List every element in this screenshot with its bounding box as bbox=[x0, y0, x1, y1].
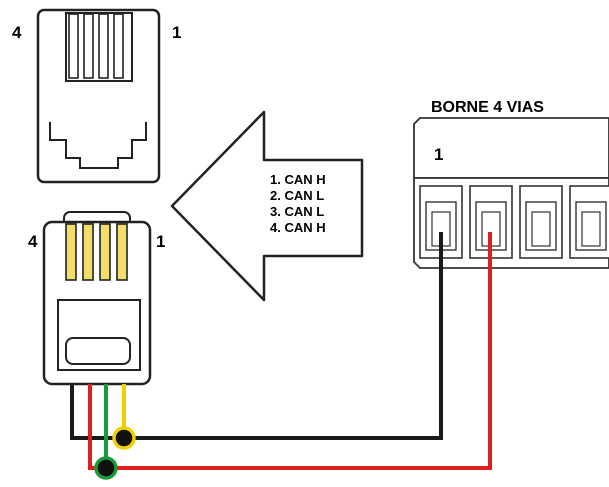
wires bbox=[70, 232, 492, 470]
jack-pin-left-label: 4 bbox=[12, 23, 22, 42]
arrow-line-4: 4. CAN H bbox=[270, 220, 326, 235]
rj-jack: 4 1 bbox=[12, 8, 181, 184]
arrow-line-2: 2. CAN L bbox=[270, 188, 324, 203]
plug-pin-left-label: 4 bbox=[28, 232, 38, 251]
terminal-block: BORNE 4 VIAS 1 bbox=[413, 99, 609, 269]
plug-latch-window bbox=[65, 337, 131, 365]
direction-arrow: 1. CAN H 2. CAN L 3. CAN L 4. CAN H bbox=[170, 110, 364, 302]
black-wire bbox=[70, 232, 443, 440]
plug-contact-3 bbox=[82, 223, 94, 281]
jack-pin-right-label: 1 bbox=[172, 23, 181, 42]
jack-contact-1 bbox=[113, 13, 124, 79]
plug-contact-4 bbox=[65, 223, 77, 281]
plug-contact-1 bbox=[116, 223, 128, 281]
jack-contact-4 bbox=[68, 13, 79, 79]
arrow-line-1: 1. CAN H bbox=[270, 172, 326, 187]
terminal-housing-top bbox=[413, 117, 609, 179]
yellow-black-junction bbox=[112, 426, 136, 450]
plug-contact-2 bbox=[99, 223, 111, 281]
jack-socket-outline bbox=[49, 122, 147, 169]
plug-pin-right-label: 1 bbox=[156, 232, 165, 251]
terminal-cell-1 bbox=[419, 185, 463, 259]
terminal-title: BORNE 4 VIAS bbox=[431, 99, 544, 116]
terminal-pin-label: 1 bbox=[434, 145, 443, 164]
red-wire bbox=[88, 232, 492, 470]
arrow-line-3: 3. CAN L bbox=[270, 204, 324, 219]
green-red-junction bbox=[94, 456, 118, 480]
rj-plug: 4 1 bbox=[28, 211, 165, 386]
arrow-outline bbox=[170, 110, 364, 302]
jack-contact-2 bbox=[98, 13, 109, 79]
jack-contact-3 bbox=[83, 13, 94, 79]
terminal-cell-3 bbox=[519, 185, 563, 259]
terminal-cell-4 bbox=[569, 185, 609, 259]
